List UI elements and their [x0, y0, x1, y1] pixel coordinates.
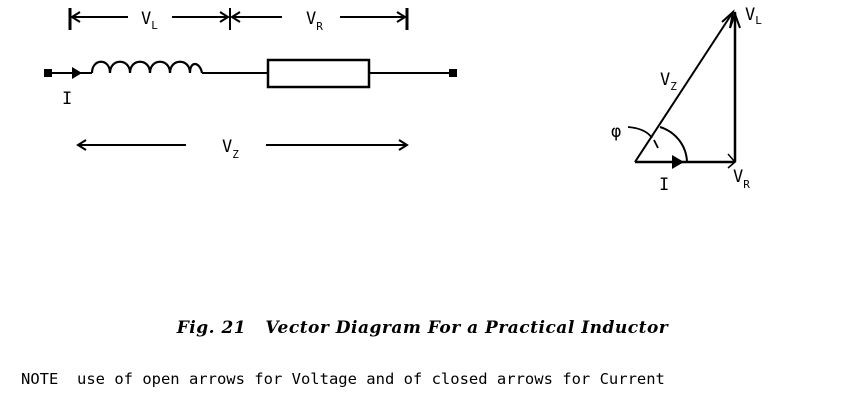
resistor: [266, 58, 371, 89]
left-terminal: [44, 69, 52, 77]
series-rl-circuit: [44, 58, 457, 89]
figure-caption: Fig. 21 Vector Diagram For a Practical I…: [0, 318, 845, 338]
angle-pointer: [627, 126, 653, 139]
phase-angle-label: φ: [611, 122, 621, 142]
current-arrow-icon: [72, 67, 82, 79]
vz-phasor-label: VZ: [660, 70, 677, 93]
phasor-triangle: [627, 9, 741, 169]
inductor-vector-diagram: VL VR I VZ VL VZ VR I φ: [44, 5, 762, 195]
vr-dimension-label: VR: [306, 9, 323, 33]
right-terminal: [449, 69, 457, 77]
figure-number: Fig. 21: [176, 318, 247, 338]
figure-title: Vector Diagram For a Practical Inductor: [265, 318, 669, 338]
vz-dimension-line: [76, 139, 409, 151]
current-label: I: [62, 89, 72, 109]
vz-dimension-label: VZ: [222, 137, 239, 161]
angle-arc: [659, 126, 688, 163]
phasor-current-label: I: [659, 175, 669, 195]
current-arrow-icon: [672, 155, 684, 169]
vr-arrow: [727, 153, 737, 169]
inductor-coil: [90, 60, 204, 74]
vr-phasor-label: VR: [733, 167, 750, 191]
vz-phasor: [634, 11, 734, 163]
vl-dimension-label: VL: [141, 9, 158, 32]
note-text: NOTE use of open arrows for Voltage and …: [21, 370, 665, 388]
vl-phasor-label: VL: [745, 5, 762, 27]
voltage-dimension-lines: [68, 8, 409, 30]
